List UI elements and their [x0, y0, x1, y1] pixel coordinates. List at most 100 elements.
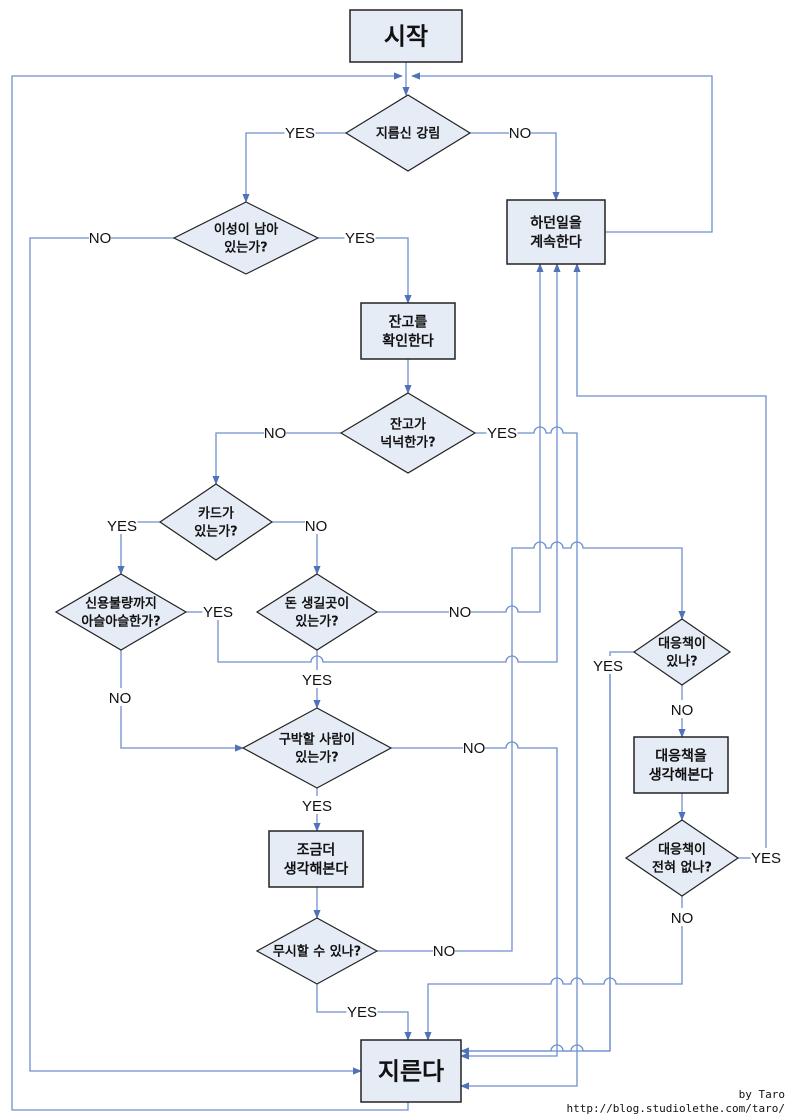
label-yes: YES [345, 230, 375, 247]
decision-diamond [255, 573, 379, 651]
decision-diamond [241, 707, 393, 789]
node-label: 있나? [666, 654, 697, 670]
label-bg [301, 796, 333, 814]
edge-q1-q2 [242, 132, 346, 203]
node-label: 지름신 강림 [376, 126, 440, 142]
process-box [360, 1039, 462, 1103]
node-label: 있는가? [295, 751, 338, 766]
node-label: 조금더 [297, 843, 336, 859]
label-bg [284, 123, 316, 141]
decision-diamond [54, 573, 188, 651]
label-bg [592, 656, 624, 674]
label-yes: YES [302, 798, 332, 815]
edge-q7-buy [460, 655, 611, 1055]
node-q10: 무시할 수 있나? [255, 917, 379, 985]
node-label: 카드가 [198, 507, 234, 522]
node-label: 잔고를 [389, 314, 428, 331]
node-label: 확인한다 [382, 333, 434, 350]
node-label: 돈 생길곳이 [285, 596, 349, 612]
label-no: NO [109, 690, 132, 707]
credit-url[interactable]: http://blog.studiolethe.com/taro/ [566, 1102, 785, 1115]
label-no: NO [671, 910, 694, 927]
node-label: 이성이 남아 [214, 222, 278, 238]
node-label: 생각해본다 [284, 861, 349, 878]
node-label: 있는가? [224, 241, 267, 256]
decision-diamond [624, 819, 740, 897]
node-label: 지른다 [378, 1058, 444, 1086]
label-no: NO [671, 702, 694, 719]
node-label: 하던일을 [530, 215, 582, 232]
label-bg [202, 602, 234, 620]
label-yes: YES [203, 604, 233, 621]
edge-q2-check [318, 237, 412, 304]
edge-q3-buy [460, 426, 578, 1090]
label-bg [109, 688, 131, 706]
edge-continue-q1 [411, 72, 713, 233]
node-label: 넉넉한가? [380, 435, 435, 451]
label-bg [463, 738, 485, 756]
edge-q10-q7 [377, 541, 686, 952]
label-no: NO [89, 230, 112, 247]
label-bg [89, 228, 111, 246]
node-label: 생각해본다 [649, 767, 714, 784]
connector [609, 651, 634, 1051]
decision-diamond [344, 94, 472, 172]
edge-q8-buy [424, 896, 683, 1041]
process-box [360, 302, 456, 360]
label-bg [106, 516, 138, 534]
label-yes: YES [347, 1004, 377, 1021]
label-yes: YES [285, 125, 315, 142]
node-label: 시작 [384, 23, 428, 51]
label-yes: YES [593, 658, 623, 675]
label-bg [750, 848, 782, 866]
node-label: 대응책을 [655, 749, 707, 765]
label-yes: YES [302, 672, 332, 689]
credit-author: by Taro [739, 1088, 785, 1101]
decision-diamond [172, 201, 320, 275]
label-bg [671, 700, 693, 718]
label-yes: YES [107, 518, 137, 535]
process-box [349, 9, 463, 63]
process-box [268, 830, 364, 888]
node-label: 대응책이 [658, 636, 706, 652]
edge-q5-continue [186, 263, 561, 663]
process-box [506, 199, 606, 265]
node-label: 신용불량까지 [85, 596, 157, 612]
process-box [633, 736, 729, 794]
node-label: 무시할 수 있나? [273, 944, 361, 960]
label-bg [344, 228, 376, 246]
label-bg [305, 516, 327, 534]
label-no: NO [305, 518, 328, 535]
label-bg [671, 908, 693, 926]
label-no: NO [433, 943, 456, 960]
edge-q5-q9 [120, 650, 244, 752]
label-no: NO [509, 125, 532, 142]
label-bg [433, 941, 455, 959]
label-no: NO [463, 740, 486, 757]
node-q1: 지름신 강림 [344, 94, 472, 172]
label-yes: YES [487, 425, 517, 442]
label-bg [264, 423, 286, 441]
node-start: 시작 [349, 9, 463, 63]
node-buy: 지른다 [360, 1039, 462, 1103]
edge-q1-continue [470, 132, 560, 201]
node-label: 계속한다 [530, 235, 582, 251]
node-label: 잔고가 [390, 417, 426, 433]
decision-diamond [255, 917, 379, 985]
decision-diamond [158, 483, 274, 561]
decision-diamond [339, 392, 477, 474]
edge-buy-q1 [11, 72, 409, 1111]
label-no: NO [449, 604, 472, 621]
edge-q9-buy [391, 741, 558, 1060]
